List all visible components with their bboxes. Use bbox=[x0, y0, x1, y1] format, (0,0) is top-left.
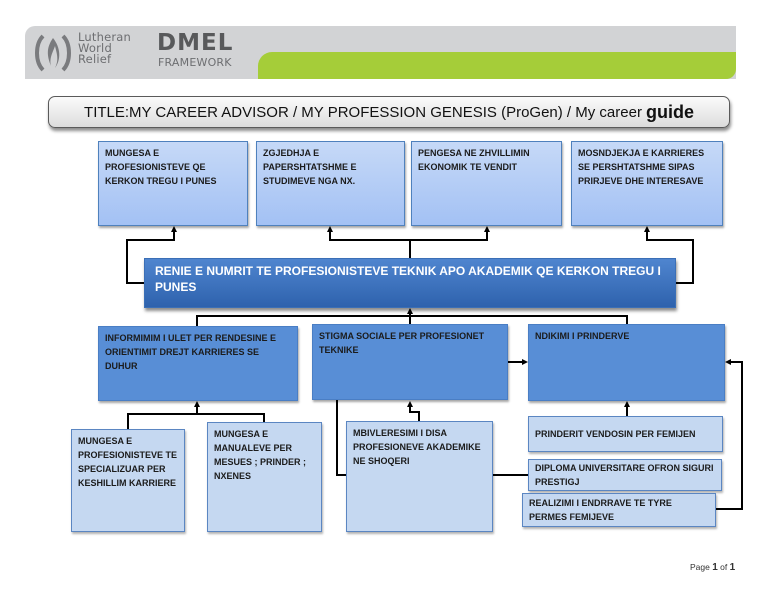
page-number: Page 1 of 1 bbox=[690, 562, 735, 573]
subcause-box-specialists: MUNGESA E PROFESIONISTEVE TE SPECIALIZUA… bbox=[71, 429, 185, 532]
connector-mbivleresimi-to-stigma bbox=[407, 401, 420, 421]
subcause-box-diploma: DIPLOMA UNIVERSITARE OFRON SIGURI PRESTI… bbox=[528, 459, 722, 491]
effect-box-1: MUNGESA E PROFESIONISTEVE QE KERKON TREG… bbox=[98, 141, 248, 226]
cause-box-stigma: STIGMA SOCIALE PER PROFESIONET TEKNIKE bbox=[312, 324, 508, 400]
subcause-box-mbivleresimi: MBIVLERESIMI I DISA PROFESIONEVE AKADEMI… bbox=[346, 421, 493, 532]
connector-core-to-effect-2 bbox=[327, 226, 411, 258]
effect-box-3: PENGESA NE ZHVILLIMIN EKONOMIK TE VENDIT bbox=[411, 141, 562, 226]
cause-box-ndikimi: NDIKIMI I PRINDERVE bbox=[528, 324, 725, 401]
subcause-box-realizimi: REALIZIMI I ENDRRAVE TE TYRE PERMES FEMI… bbox=[522, 493, 716, 527]
brand-subtitle: FRAMEWORK bbox=[158, 56, 232, 69]
connector-core-to-effect-3 bbox=[410, 226, 490, 241]
subcause-box-prinderit: PRINDERIT VENDOSIN PER FEMIJEN bbox=[528, 416, 723, 452]
org-name-line-2: World bbox=[78, 41, 112, 55]
subcause-box-manuals: MUNGESA E MANUALEVE PER MESUES ; PRINDER… bbox=[207, 422, 322, 532]
cause-box-informimi: INFORMIMIM I ULET PER RENDESINE E ORIENT… bbox=[98, 326, 298, 401]
of-label: of bbox=[720, 562, 728, 572]
header-banner: Lutheran World Relief DMEL FRAMEWORK bbox=[25, 26, 736, 79]
page-label: Page bbox=[690, 562, 710, 572]
total-pages: 1 bbox=[729, 562, 736, 573]
org-name-line-3: Relief bbox=[78, 52, 112, 66]
core-problem-box: RENIE E NUMRIT TE PROFESIONISTEVE TEKNIK… bbox=[144, 258, 676, 308]
brand-name: DMEL bbox=[157, 30, 234, 56]
title-text: TITLE:MY CAREER ADVISOR / MY PROFESSION … bbox=[84, 103, 642, 121]
org-name: Lutheran World Relief bbox=[78, 30, 132, 66]
effect-box-4: MOSNDJEKJA E KARRIERES SE PERSHTATSHME S… bbox=[571, 141, 723, 226]
effect-box-2: ZGJEDHJA E PAPERSHTATSHME E STUDIMEVE NG… bbox=[256, 141, 405, 226]
page-title: TITLE:MY CAREER ADVISOR / MY PROFESSION … bbox=[48, 96, 730, 128]
flame-in-hands-icon bbox=[35, 34, 71, 72]
current-page: 1 bbox=[712, 562, 718, 573]
header-green-band bbox=[258, 52, 736, 79]
title-emphasis: guide bbox=[645, 101, 694, 122]
org-name-line-1: Lutheran bbox=[78, 30, 132, 44]
